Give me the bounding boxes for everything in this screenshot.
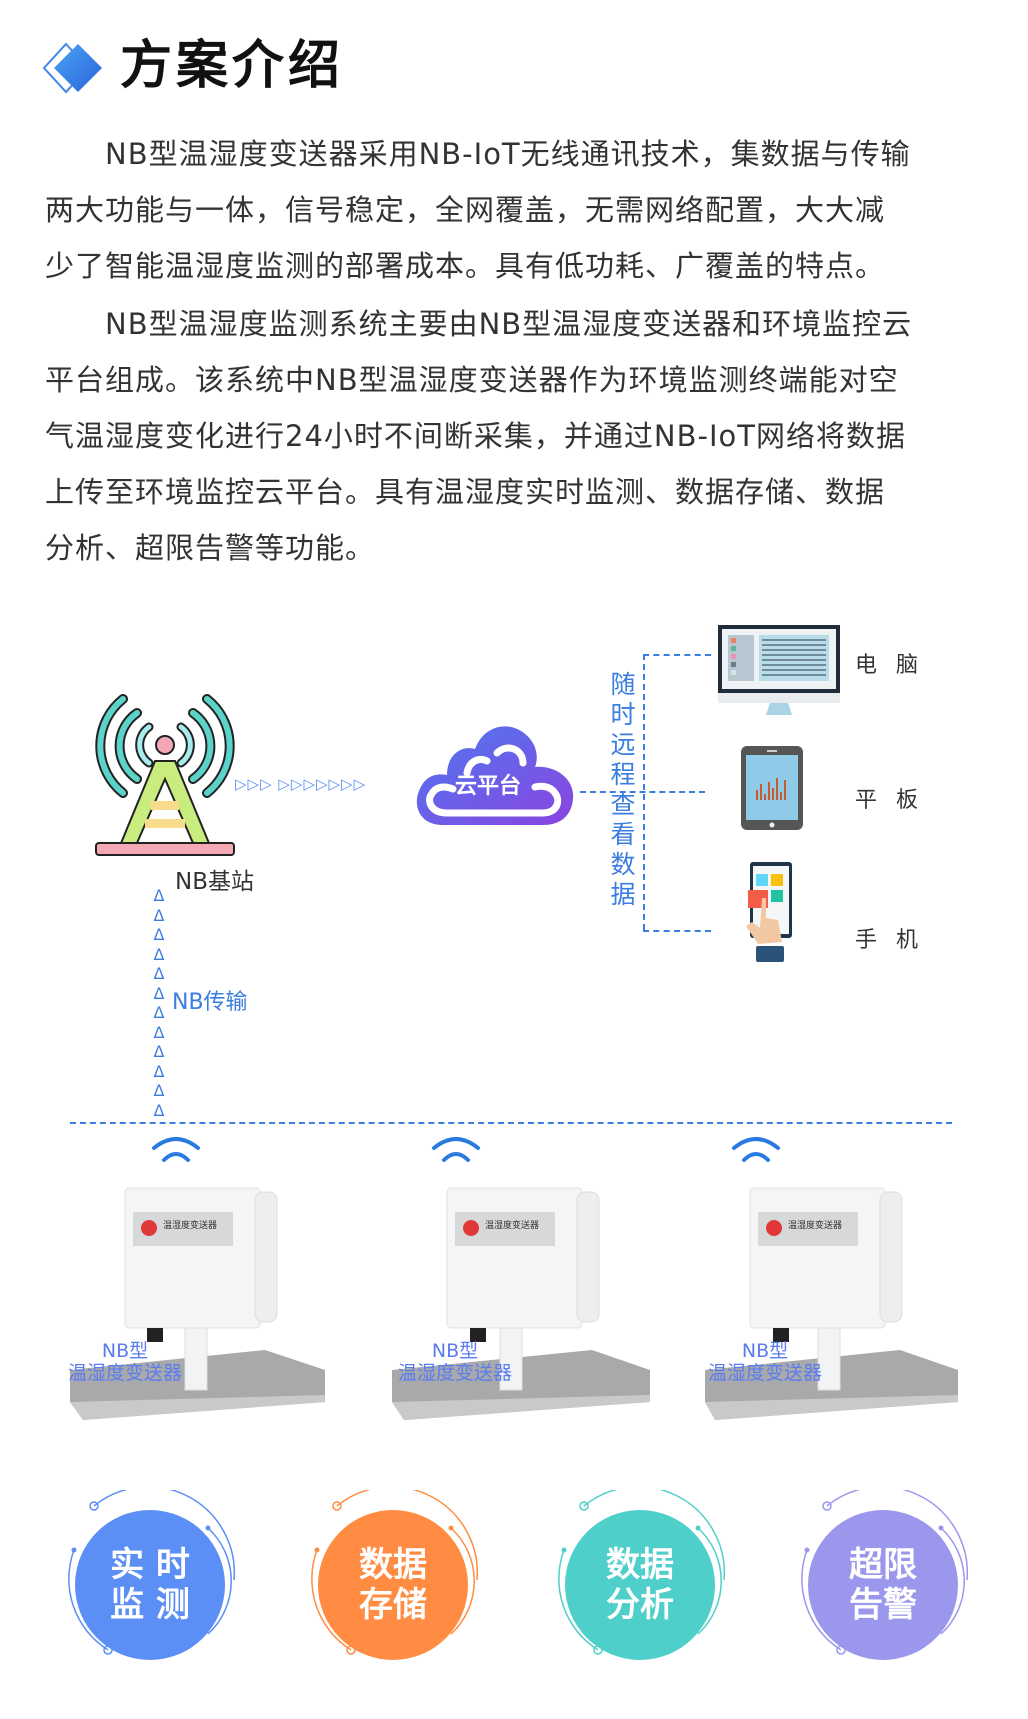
device-nameplate: 温湿度变送器	[485, 1221, 540, 1231]
vertical-char: 随	[610, 670, 636, 699]
connector-middle	[580, 791, 705, 793]
vertical-char: 程	[610, 760, 636, 789]
feature-label: 实 时	[110, 1545, 190, 1585]
feature-label: 存储	[359, 1585, 427, 1625]
cloud-platform-label: 云平台	[455, 774, 522, 799]
arrow-up-icon: Δ	[153, 1100, 165, 1120]
arrow-up-icon: Δ	[153, 1022, 165, 1042]
sensor-name: 温湿度变送器	[707, 1362, 822, 1384]
arrow-up-icon: Δ	[153, 1061, 165, 1081]
transmitter-device-image	[392, 1187, 650, 1420]
feature-realtime-monitoring: 实 时 监 测	[60, 1490, 240, 1670]
connector-bottom	[643, 930, 711, 932]
feature-label: 监 测	[110, 1585, 190, 1625]
arrow-up-icon: Δ	[153, 905, 165, 925]
sensor-label: NB型 温湿度变送器	[390, 1340, 520, 1384]
sensor-type: NB型	[431, 1340, 479, 1362]
paragraph-line: 两大功能与一体，信号稳定，全网覆盖，无需网络配置，大大减	[45, 193, 886, 227]
device-nameplate: 温湿度变送器	[163, 1221, 218, 1231]
paragraph-line: NB型温湿度监测系统主要由NB型温湿度变送器和环境监控云	[45, 307, 913, 341]
sensor-name: 温湿度变送器	[67, 1362, 182, 1384]
sensor-label: NB型 温湿度变送器	[700, 1340, 830, 1384]
base-station-tower-icon	[95, 694, 235, 856]
sensor-unit-3: 温湿度变送器 NB型 温湿度变送器	[700, 1130, 970, 1430]
feature-circle: 数据 存储	[318, 1510, 468, 1660]
transmission-label: NB传输	[172, 990, 248, 1015]
feature-circle: 超限 告警	[808, 1510, 958, 1660]
paragraph-line: 上传至环境监控云平台。具有温湿度实时监测、数据存储、数据	[45, 475, 886, 509]
feature-data-storage: 数据 存储	[303, 1490, 483, 1670]
computer-monitor-icon	[718, 625, 840, 715]
sensor-unit-1: 温湿度变送器 NB型 温湿度变送器	[65, 1130, 335, 1430]
page-title: 方案介绍	[120, 36, 345, 96]
feature-label: 分析	[606, 1585, 674, 1625]
sensor-label: NB型 温湿度变送器	[60, 1340, 190, 1384]
cloud-platform-icon	[416, 726, 574, 825]
transmitter-device-image	[705, 1187, 958, 1420]
paragraph-line: 气温湿度变化进行24小时不间断采集，并通过NB-IoT网络将数据	[45, 419, 906, 453]
device-nameplate: 温湿度变送器	[788, 1221, 843, 1231]
section-header	[40, 36, 360, 100]
client-label-computer: 电 脑	[855, 653, 924, 678]
vertical-char: 数	[610, 850, 636, 879]
vertical-char: 时	[610, 700, 636, 729]
paragraph-line: NB型温湿度变送器采用NB-IoT无线通讯技术，集数据与传输	[45, 137, 911, 171]
arrow-up-icon: Δ	[153, 1081, 165, 1100]
paragraph-line: 分析、超限告警等功能。	[45, 531, 376, 565]
sensor-bus-line	[70, 1122, 952, 1124]
arrow-up-icon: Δ	[153, 1042, 165, 1061]
arrow-up-icon: Δ	[153, 983, 165, 1003]
feature-label: 超限	[849, 1545, 917, 1585]
wifi-signal-icon	[152, 1137, 200, 1162]
wifi-signal-icon	[432, 1137, 480, 1162]
phone-icon	[746, 862, 792, 962]
remote-view-text: 随 时 远 程 查 看 数 据	[608, 670, 638, 910]
sensor-name: 温湿度变送器	[397, 1362, 512, 1384]
base-station-label: NB基站	[175, 869, 254, 895]
arrow-up-icon: Δ	[153, 1003, 165, 1022]
feature-label: 数据	[606, 1545, 674, 1585]
arrow-up-icon: Δ	[153, 925, 165, 944]
feature-over-limit-alarm: 超限 告警	[793, 1490, 973, 1670]
feature-circle: 实 时 监 测	[75, 1510, 225, 1660]
connector-top	[643, 654, 711, 656]
client-label-phone: 手 机	[855, 928, 924, 953]
sensor-type: NB型	[101, 1340, 149, 1362]
arrow-up-icon: Δ	[153, 886, 165, 905]
vertical-char: 远	[610, 730, 636, 759]
arrow-up-icon: Δ	[153, 944, 165, 964]
upward-arrows: Δ Δ Δ Δ Δ Δ Δ Δ Δ Δ Δ Δ	[149, 886, 169, 1120]
paragraph-line: 平台组成。该系统中NB型温湿度变送器作为环境监测终端能对空	[45, 363, 899, 397]
sensor-unit-2: 温湿度变送器 NB型 温湿度变送器	[392, 1130, 662, 1430]
diamond-icon	[42, 42, 102, 94]
tablet-icon	[741, 746, 803, 830]
client-label-tablet: 平 板	[855, 788, 924, 813]
sensor-type: NB型	[741, 1340, 789, 1362]
arrow-up-icon: Δ	[153, 964, 165, 983]
transmitter-device-image	[70, 1187, 325, 1420]
intro-paragraph-2: NB型温湿度监测系统主要由NB型温湿度变送器和环境监控云 平台组成。该系统中NB…	[45, 296, 990, 576]
vertical-char: 查	[610, 790, 636, 819]
wifi-signal-icon	[732, 1137, 780, 1162]
paragraph-line: 少了智能温湿度监测的部署成本。具有低功耗、广覆盖的特点。	[45, 249, 886, 283]
vertical-char: 据	[610, 880, 636, 909]
feature-label: 告警	[849, 1585, 917, 1625]
intro-paragraph-1: NB型温湿度变送器采用NB-IoT无线通讯技术，集数据与传输 两大功能与一体，信…	[45, 126, 990, 294]
feature-circle: 数据 分析	[565, 1510, 715, 1660]
arrow-to-cloud: ▷▷▷ ▷▷▷▷▷▷▷	[235, 775, 367, 793]
feature-data-analysis: 数据 分析	[550, 1490, 730, 1670]
feature-label: 数据	[359, 1545, 427, 1585]
vertical-char: 看	[610, 820, 636, 849]
